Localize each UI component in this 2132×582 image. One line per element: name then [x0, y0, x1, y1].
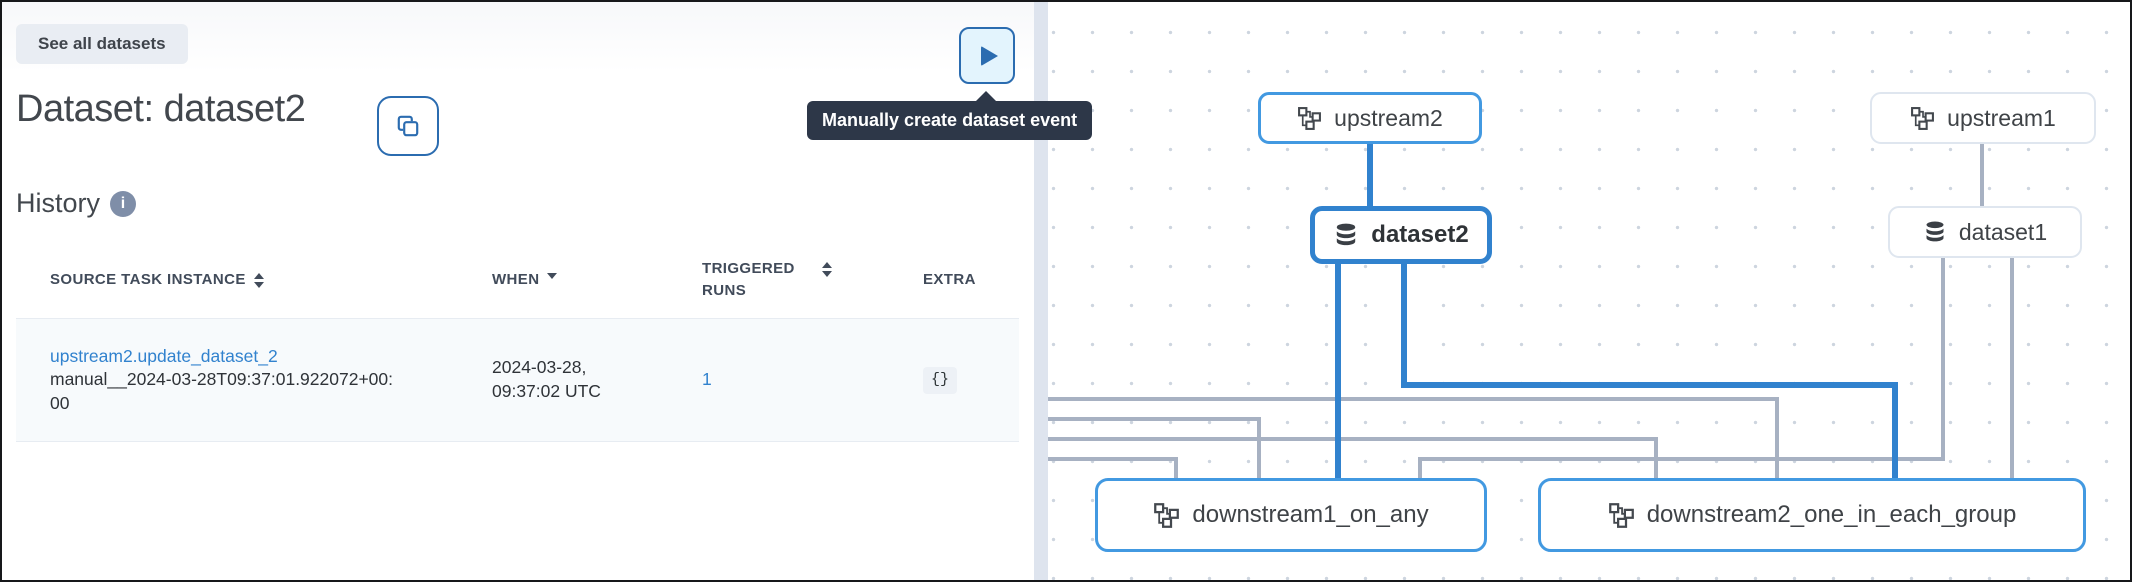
- graph-node-dataset2[interactable]: dataset2: [1310, 206, 1492, 264]
- graph-node-upstream1[interactable]: upstream1: [1870, 92, 2096, 144]
- copy-icon: [395, 113, 421, 139]
- graph-edges: [1048, 142, 2014, 478]
- copy-uri-button[interactable]: [377, 96, 439, 156]
- table-header-row: SOURCE TASK INSTANCE WHEN TRIGGERED RUNS: [16, 244, 1019, 318]
- dag-icon: [1297, 106, 1322, 131]
- triggered-runs-link[interactable]: 1: [702, 369, 712, 390]
- edge-dataset2-downstream2: [1401, 264, 1898, 478]
- graph-node-dataset1[interactable]: dataset1: [1888, 206, 2082, 258]
- edge-dataset1-downstream1: [1418, 258, 1945, 478]
- dataset-icon: [1333, 222, 1359, 248]
- when-cell: 2024-03-28, 09:37:02 UTC: [458, 317, 668, 443]
- table-row: upstream2.update_dataset_2 manual__2024-…: [16, 317, 1019, 443]
- graph-node-upstream2[interactable]: upstream2: [1258, 92, 1482, 144]
- edge-offscreen-downstream1: [1048, 417, 1261, 478]
- node-label: dataset1: [1958, 218, 2048, 245]
- sort-both-icon: [822, 262, 832, 277]
- extra-cell: {}: [899, 317, 1019, 443]
- tooltip: Manually create dataset event: [807, 91, 1093, 140]
- edge-offscreen-downstream2: [1048, 437, 1658, 478]
- panel-resize-divider[interactable]: [1034, 2, 1048, 580]
- source-run-id: manual__2024-03-28T09:37:01.922072+00:00: [50, 369, 393, 413]
- source-task-instance-cell: upstream2.update_dataset_2 manual__2024-…: [16, 317, 458, 443]
- dataset-history-table: SOURCE TASK INSTANCE WHEN TRIGGERED RUNS: [16, 244, 1019, 443]
- column-header-extra: EXTRA: [899, 244, 1019, 318]
- column-label: SOURCE TASK INSTANCE: [50, 270, 246, 288]
- dag-icon: [1608, 502, 1635, 529]
- node-label: downstream2_one_in_each_group: [1646, 501, 2017, 528]
- graph-node-downstream2-one-in-each-group[interactable]: downstream2_one_in_each_group: [1538, 478, 2086, 552]
- extra-json-badge: {}: [923, 367, 958, 394]
- history-section-header: History i: [16, 188, 137, 219]
- node-label: upstream1: [1947, 104, 2056, 131]
- column-label: WHEN: [492, 270, 540, 288]
- play-icon: [980, 45, 998, 66]
- dag-icon: [1910, 106, 1935, 131]
- column-label: EXTRA: [923, 270, 976, 288]
- edge-offscreen-downstream1: [1048, 457, 1178, 478]
- dataset-icon: [1923, 220, 1947, 244]
- history-heading: History: [16, 188, 101, 218]
- column-header-when[interactable]: WHEN: [458, 244, 668, 318]
- sort-both-icon: [253, 272, 264, 288]
- dag-icon: [1153, 502, 1180, 529]
- manually-create-dataset-event-button[interactable]: [959, 27, 1015, 84]
- sort-desc-icon: [547, 272, 558, 279]
- see-all-datasets-button[interactable]: See all datasets: [16, 24, 188, 64]
- when-timestamp: 2024-03-28, 09:37:02 UTC: [492, 357, 601, 401]
- graph-node-downstream1-on-any[interactable]: downstream1_on_any: [1095, 478, 1487, 552]
- dataset-details-panel: See all datasets Dataset: dataset2 Histo…: [2, 2, 1034, 580]
- column-label: TRIGGERED RUNS: [702, 260, 795, 299]
- edge-offscreen-downstream2: [1048, 397, 1779, 478]
- dataset-lineage-graph-canvas[interactable]: upstream2 dataset2 upstream1: [1048, 2, 2130, 580]
- node-label: dataset2: [1371, 221, 1469, 248]
- node-label: upstream2: [1334, 104, 1443, 131]
- triggered-runs-cell: 1: [668, 317, 899, 443]
- column-header-source-task-instance[interactable]: SOURCE TASK INSTANCE: [16, 244, 458, 318]
- column-header-triggered-runs[interactable]: TRIGGERED RUNS: [668, 244, 899, 318]
- info-icon[interactable]: i: [110, 190, 137, 217]
- node-label: downstream1_on_any: [1192, 501, 1429, 528]
- page-title: Dataset: dataset2: [16, 88, 306, 130]
- source-task-instance-link[interactable]: upstream2.update_dataset_2: [50, 345, 278, 366]
